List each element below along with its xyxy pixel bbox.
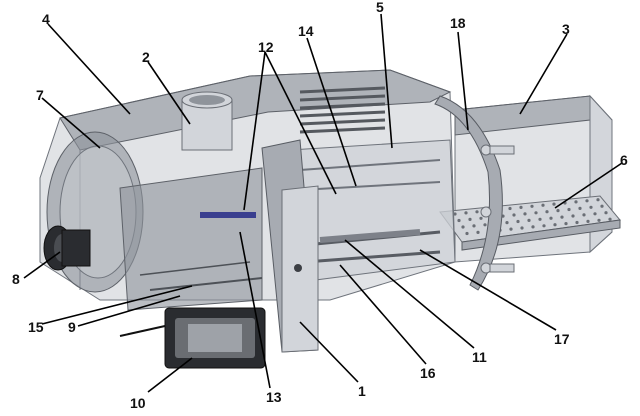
perforation-hole xyxy=(549,216,553,220)
leader-12a xyxy=(243,51,266,211)
leader-6 xyxy=(554,162,623,209)
perforation-hole xyxy=(556,209,560,213)
perforation-hole xyxy=(468,217,472,221)
leader-lines xyxy=(23,13,623,393)
leader-14 xyxy=(306,37,357,187)
perforation-hole xyxy=(582,213,586,217)
air-inlet-pipe xyxy=(181,91,233,151)
leader-10 xyxy=(147,357,193,393)
perforation-hole xyxy=(472,224,476,228)
perforation-hole xyxy=(608,217,612,221)
perforation-hole xyxy=(552,202,556,206)
perforation-hole xyxy=(465,231,469,236)
perforation-hole xyxy=(538,217,542,221)
photocell xyxy=(43,225,91,271)
label-18: 18 xyxy=(450,15,466,31)
perforation-hole xyxy=(545,210,549,214)
perforation-hole xyxy=(523,212,527,216)
perforation-hole xyxy=(600,204,604,208)
control-frame xyxy=(119,167,263,311)
perforation-hole xyxy=(453,212,457,216)
leader-8 xyxy=(23,251,61,279)
perforation-hole xyxy=(520,226,524,230)
leader-9 xyxy=(77,295,181,327)
perforation-hole xyxy=(585,199,589,203)
perforation-hole xyxy=(574,200,578,204)
label-15: 15 xyxy=(28,319,44,335)
perforation-hole xyxy=(604,211,608,215)
perforation-hole xyxy=(553,223,557,227)
label-4: 4 xyxy=(42,11,50,27)
perforation-hole xyxy=(530,204,534,208)
leader-3 xyxy=(519,33,568,115)
electrical-connector xyxy=(119,307,266,369)
perforation-hole xyxy=(571,214,575,218)
perforation-hole xyxy=(527,218,531,222)
right-bracket xyxy=(434,95,515,291)
leader-18 xyxy=(457,31,469,131)
perforation-hole xyxy=(505,221,509,225)
perforation-hole xyxy=(512,213,516,217)
label-8: 8 xyxy=(12,271,20,287)
label-6: 6 xyxy=(620,152,628,168)
perforation-holes xyxy=(453,198,612,236)
perforation-hole xyxy=(531,225,535,229)
perforation-hole xyxy=(464,211,468,215)
leader-13 xyxy=(239,231,271,389)
perforation-hole xyxy=(567,207,571,212)
leader-4 xyxy=(47,23,131,115)
perforation-hole xyxy=(519,205,523,209)
perforation-hole xyxy=(578,206,582,210)
label-1: 1 xyxy=(358,383,366,399)
perforation-hole xyxy=(508,206,512,211)
perforation-hole xyxy=(586,219,590,223)
perforation-hole xyxy=(593,212,597,216)
label-5: 5 xyxy=(376,0,384,15)
label-2: 2 xyxy=(142,49,150,65)
callout-labels: 1 2 3 4 5 6 7 8 9 10 11 12 13 14 15 16 1… xyxy=(12,0,628,411)
leader-11 xyxy=(344,239,475,349)
label-11: 11 xyxy=(472,349,487,365)
leader-1 xyxy=(299,321,359,383)
mounting-flange xyxy=(261,139,319,353)
perforation-hole xyxy=(534,211,538,215)
leader-12b xyxy=(264,51,337,195)
perforation-hole xyxy=(516,219,520,224)
perforation-hole xyxy=(483,223,487,227)
perforation-hole xyxy=(542,224,546,228)
perforation-hole xyxy=(560,215,564,219)
leader-15 xyxy=(41,285,193,325)
perforation-hole xyxy=(509,227,513,231)
label-14: 14 xyxy=(298,23,314,39)
perforation-hole xyxy=(461,225,465,229)
perforation-hole xyxy=(476,230,480,234)
label-16: 16 xyxy=(420,365,436,381)
perforation-hole xyxy=(475,210,479,214)
perforation-hole xyxy=(457,218,461,223)
label-3: 3 xyxy=(562,21,570,37)
leader-17 xyxy=(419,249,557,331)
label-12: 12 xyxy=(258,39,274,55)
label-13: 13 xyxy=(266,389,282,405)
leader-2 xyxy=(147,61,191,125)
label-7: 7 xyxy=(36,87,44,103)
label-9: 9 xyxy=(68,319,76,335)
vent-slots xyxy=(299,86,386,134)
label-17: 17 xyxy=(554,331,570,347)
perforation-hole xyxy=(589,205,593,209)
perforation-hole xyxy=(479,216,483,220)
leader-7 xyxy=(41,97,101,149)
perforation-hole xyxy=(541,203,545,207)
leader-5 xyxy=(380,13,393,149)
perforation-hole xyxy=(597,218,601,222)
leader-16 xyxy=(339,264,427,365)
label-10: 10 xyxy=(130,395,146,411)
perforation-hole xyxy=(575,220,579,225)
perforation-hole xyxy=(596,198,600,202)
perforation-hole xyxy=(564,222,568,226)
